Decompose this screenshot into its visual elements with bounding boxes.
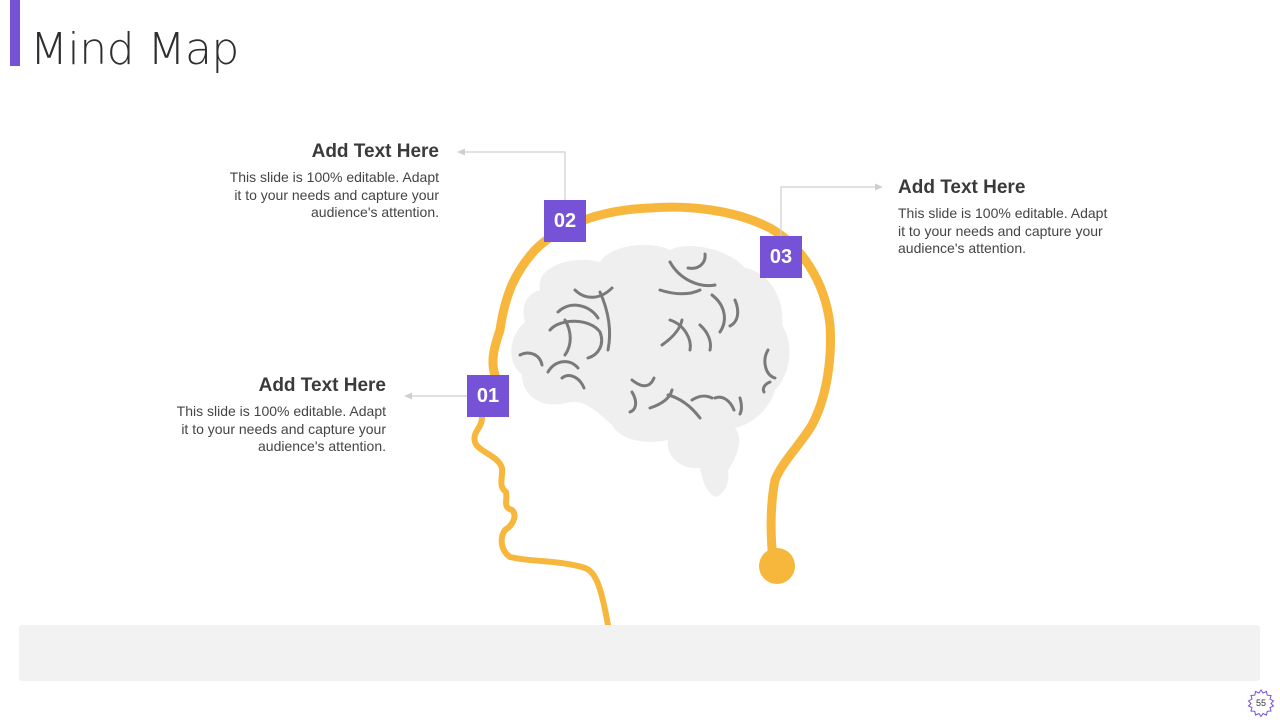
- callout-02-heading: Add Text Here: [311, 141, 439, 162]
- callout-01: Add Text Here This slide is 100% editabl…: [146, 375, 386, 456]
- callout-03-heading: Add Text Here: [898, 177, 1026, 198]
- title-accent-bar: [10, 0, 20, 66]
- callout-02: Add Text Here This slide is 100% editabl…: [199, 141, 439, 222]
- page-number-badge: 55: [1246, 688, 1276, 718]
- footer-band: [19, 625, 1260, 681]
- callout-03-body: This slide is 100% editable. Adapt it to…: [898, 205, 1108, 256]
- head-outline: [471, 202, 835, 628]
- connector-lines: [404, 148, 883, 400]
- callout-01-body: This slide is 100% editable. Adapt it to…: [176, 403, 386, 454]
- badge-03: 03: [760, 236, 802, 278]
- brain-illustration: [511, 244, 790, 497]
- callout-02-body: This slide is 100% editable. Adapt it to…: [229, 169, 439, 220]
- callout-03: Add Text Here This slide is 100% editabl…: [898, 177, 1138, 258]
- page-number: 55: [1255, 698, 1266, 708]
- gear-icon: [1247, 689, 1275, 718]
- slide-title: Mind Map: [30, 24, 239, 75]
- badge-01: 01: [467, 375, 509, 417]
- brain-shape: [511, 244, 790, 497]
- callout-01-heading: Add Text Here: [258, 375, 386, 396]
- badge-02: 02: [544, 200, 586, 242]
